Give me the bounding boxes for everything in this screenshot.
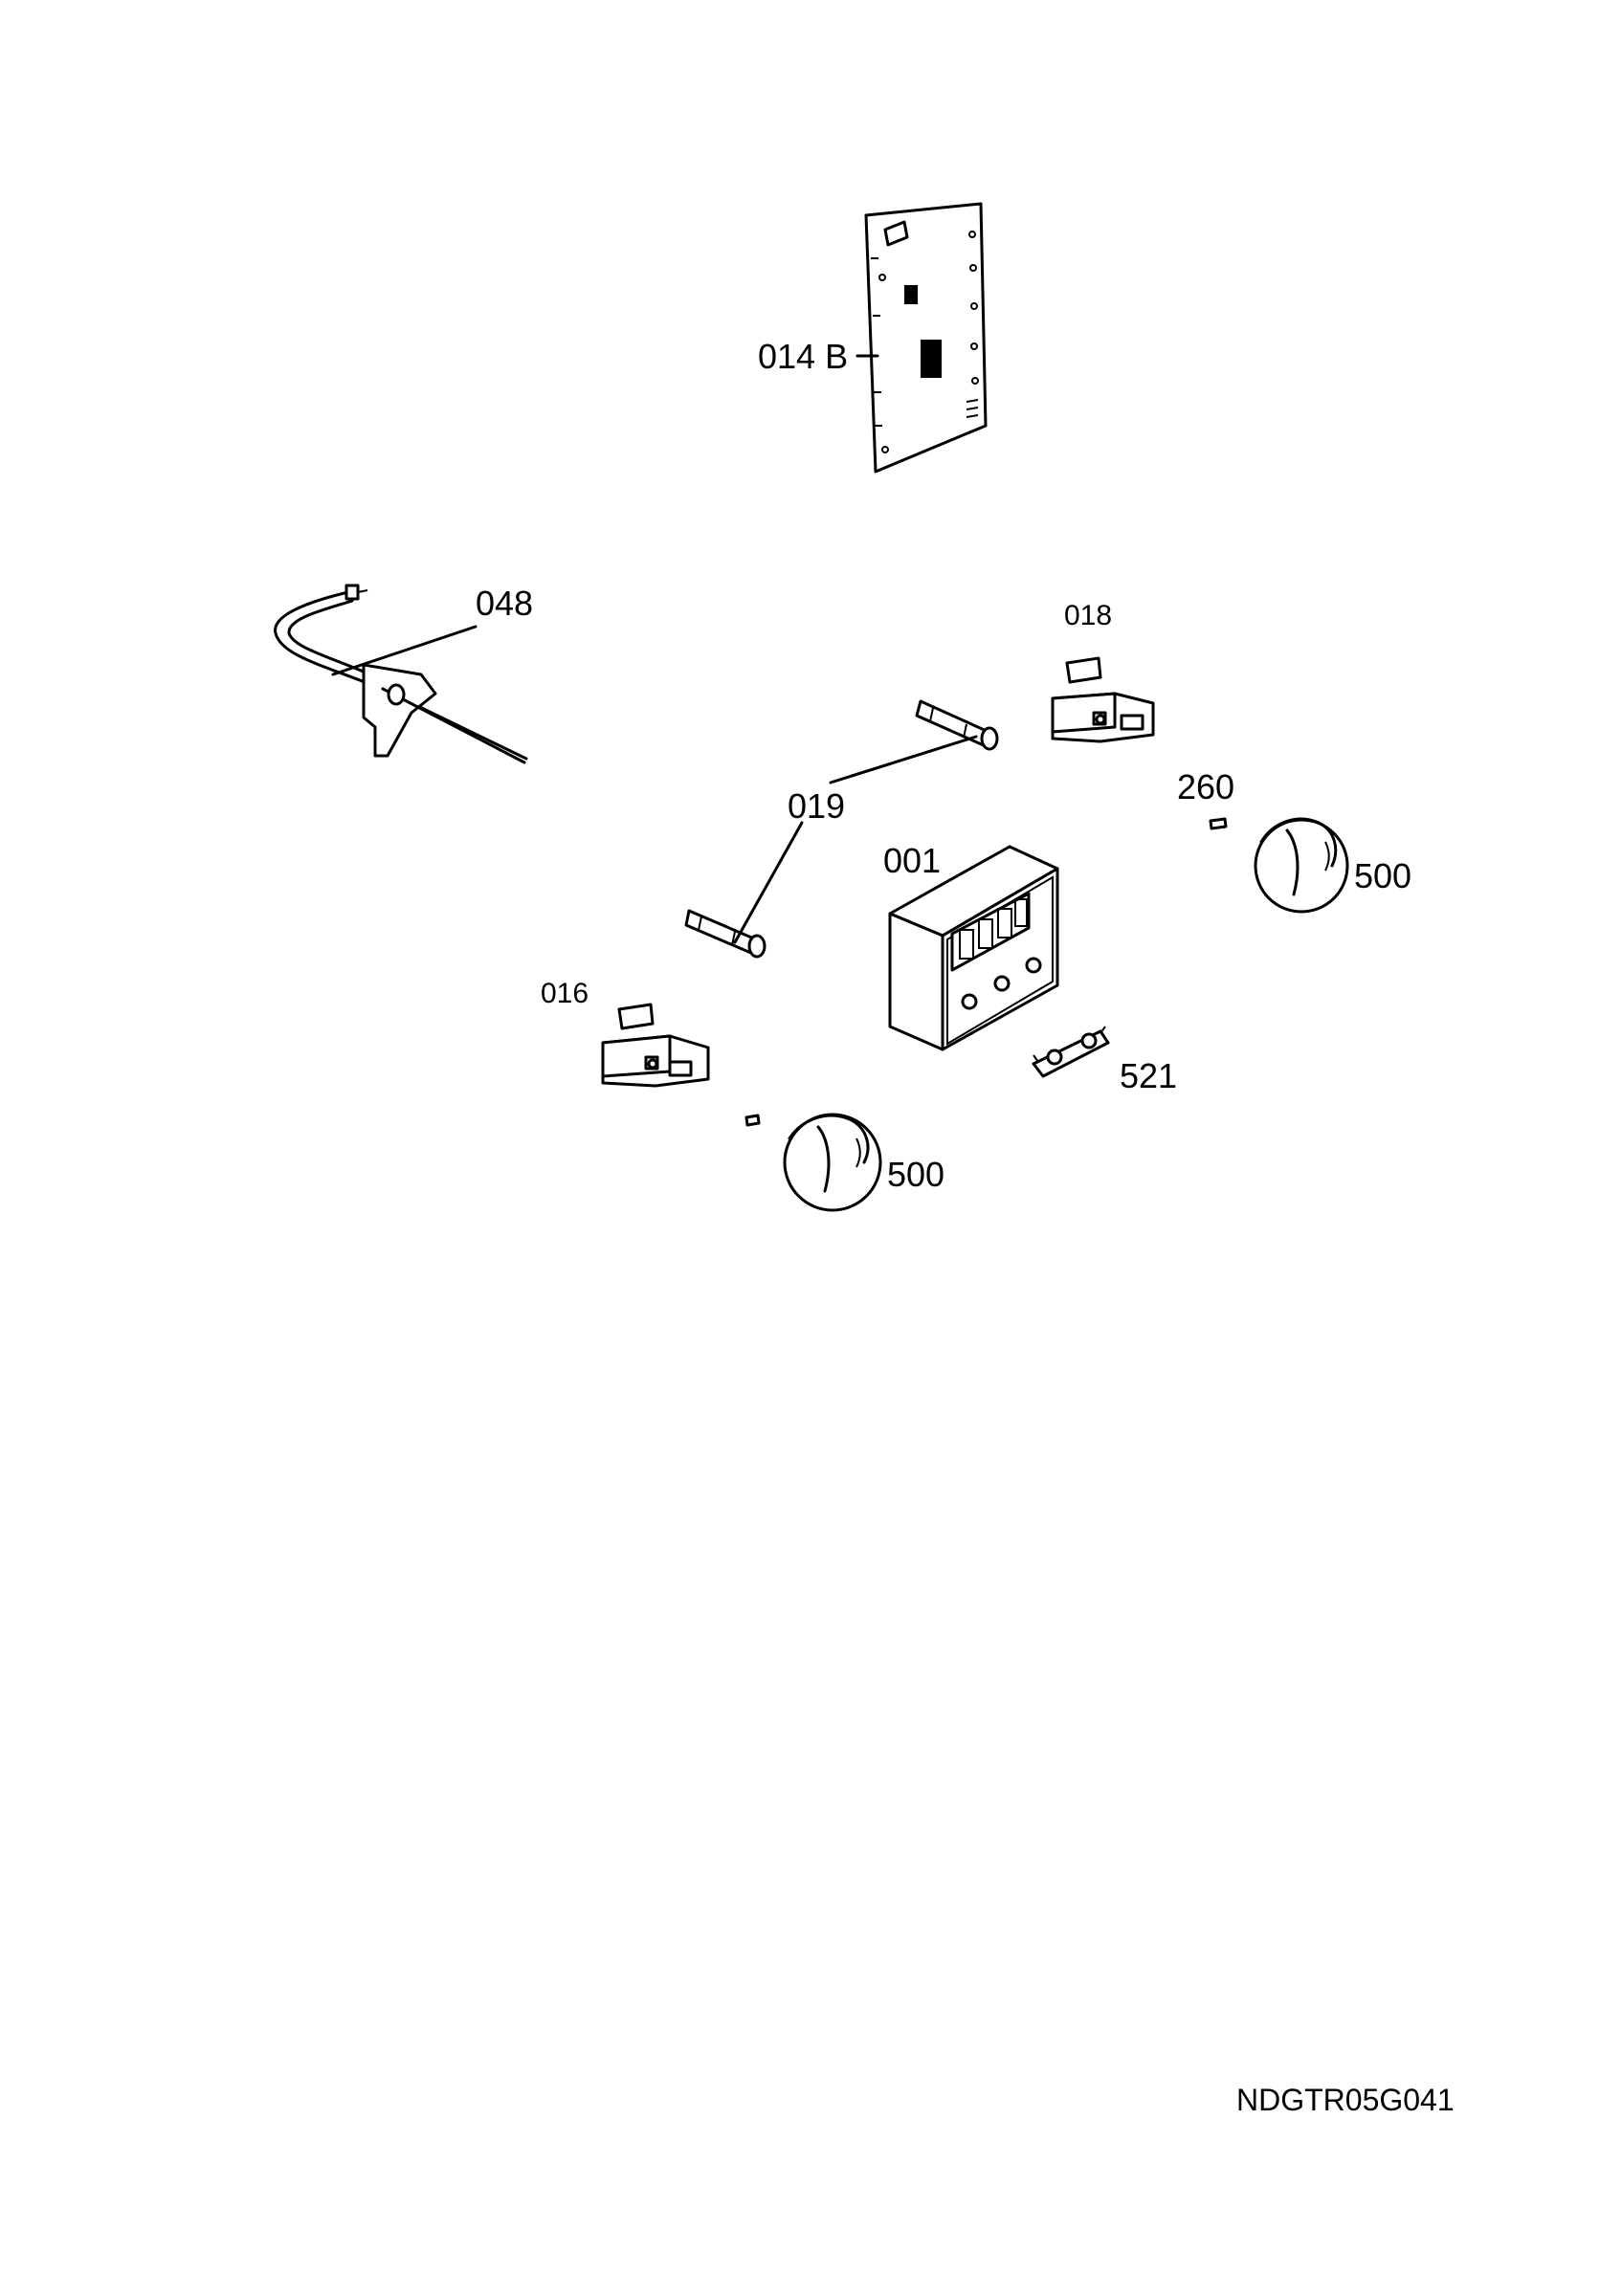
electronic-timer-001 — [888, 845, 1059, 1051]
label-016: 016 — [541, 978, 589, 1009]
switch-016 — [601, 1003, 710, 1088]
label-019: 019 — [788, 786, 845, 826]
circuit-board-014b — [864, 202, 988, 474]
label-048: 048 — [476, 584, 533, 623]
switch-018 — [1051, 656, 1155, 743]
leader-048 — [331, 625, 478, 676]
label-260: 260 — [1177, 767, 1234, 806]
label-014b: 014 B — [758, 337, 848, 376]
pilot-lamp-019-lower — [684, 909, 767, 959]
pilot-lamp-019-upper — [915, 699, 999, 751]
component-521 — [1032, 1026, 1110, 1078]
label-001: 001 — [883, 841, 941, 880]
label-500-right: 500 — [1354, 856, 1411, 895]
reference-code: NDGTR05G041 — [1236, 2083, 1455, 2117]
temperature-sensor-048 — [274, 584, 528, 764]
clip-left-knob — [744, 1114, 761, 1127]
leader-019-upper — [829, 735, 978, 784]
leader-019-lower — [733, 821, 804, 944]
label-521: 521 — [1120, 1056, 1177, 1095]
label-018: 018 — [1064, 600, 1112, 631]
clip-260 — [1209, 817, 1228, 830]
control-knob-500-left — [783, 1113, 882, 1212]
label-500-left: 500 — [887, 1155, 944, 1194]
control-knob-500-right — [1254, 817, 1349, 914]
